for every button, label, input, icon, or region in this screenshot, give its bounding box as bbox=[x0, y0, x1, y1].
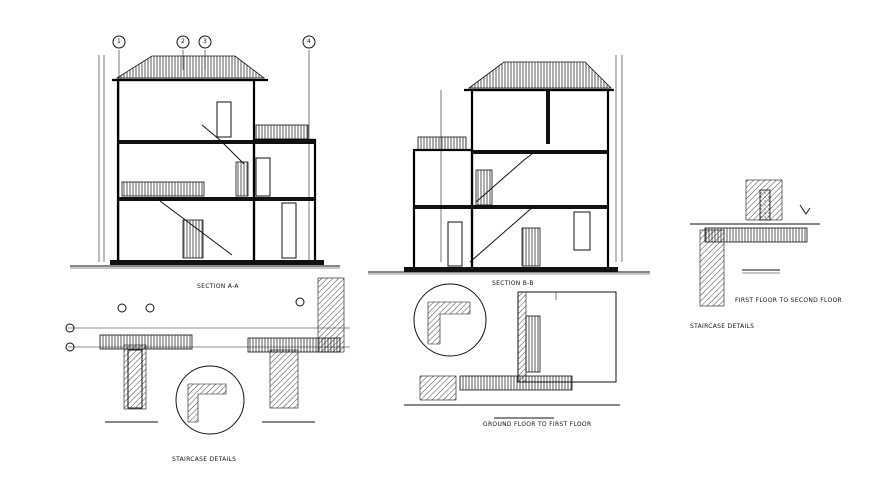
staircase-detail-bottom-left bbox=[65, 277, 350, 435]
first-to-second-floor-caption: FIRST FLOOR TO SECOND FLOOR bbox=[735, 297, 842, 304]
section-a-a-drawing bbox=[70, 35, 340, 269]
grid-marker-4 bbox=[302, 35, 316, 49]
detail-callout-circle-middle bbox=[413, 283, 487, 357]
grid-marker-label-3: 3 bbox=[203, 38, 208, 45]
staircase-details-bottom-caption: STAIRCASE DETAILS bbox=[172, 456, 237, 463]
grid-marker-1 bbox=[112, 35, 126, 49]
grid-marker-label-2: 2 bbox=[181, 38, 186, 45]
grid-marker-2 bbox=[176, 35, 190, 49]
staircase-details-right-caption: STAIRCASE DETAILS bbox=[690, 323, 755, 330]
staircase-detail-right bbox=[690, 179, 820, 307]
section-b-b-drawing bbox=[368, 55, 650, 275]
grid-marker-label-1: 1 bbox=[117, 38, 122, 45]
section-a-a-title: SECTION A-A bbox=[197, 283, 239, 290]
grid-marker-label-4: 4 bbox=[307, 38, 312, 45]
ground-to-first-floor-caption: GROUND FLOOR TO FIRST FLOOR bbox=[483, 421, 592, 428]
grid-marker-3 bbox=[198, 35, 212, 49]
detail-callout-circle-left bbox=[175, 365, 245, 435]
staircase-detail-bottom-middle bbox=[404, 283, 620, 419]
section-b-b-title: SECTION B-B bbox=[492, 280, 534, 287]
